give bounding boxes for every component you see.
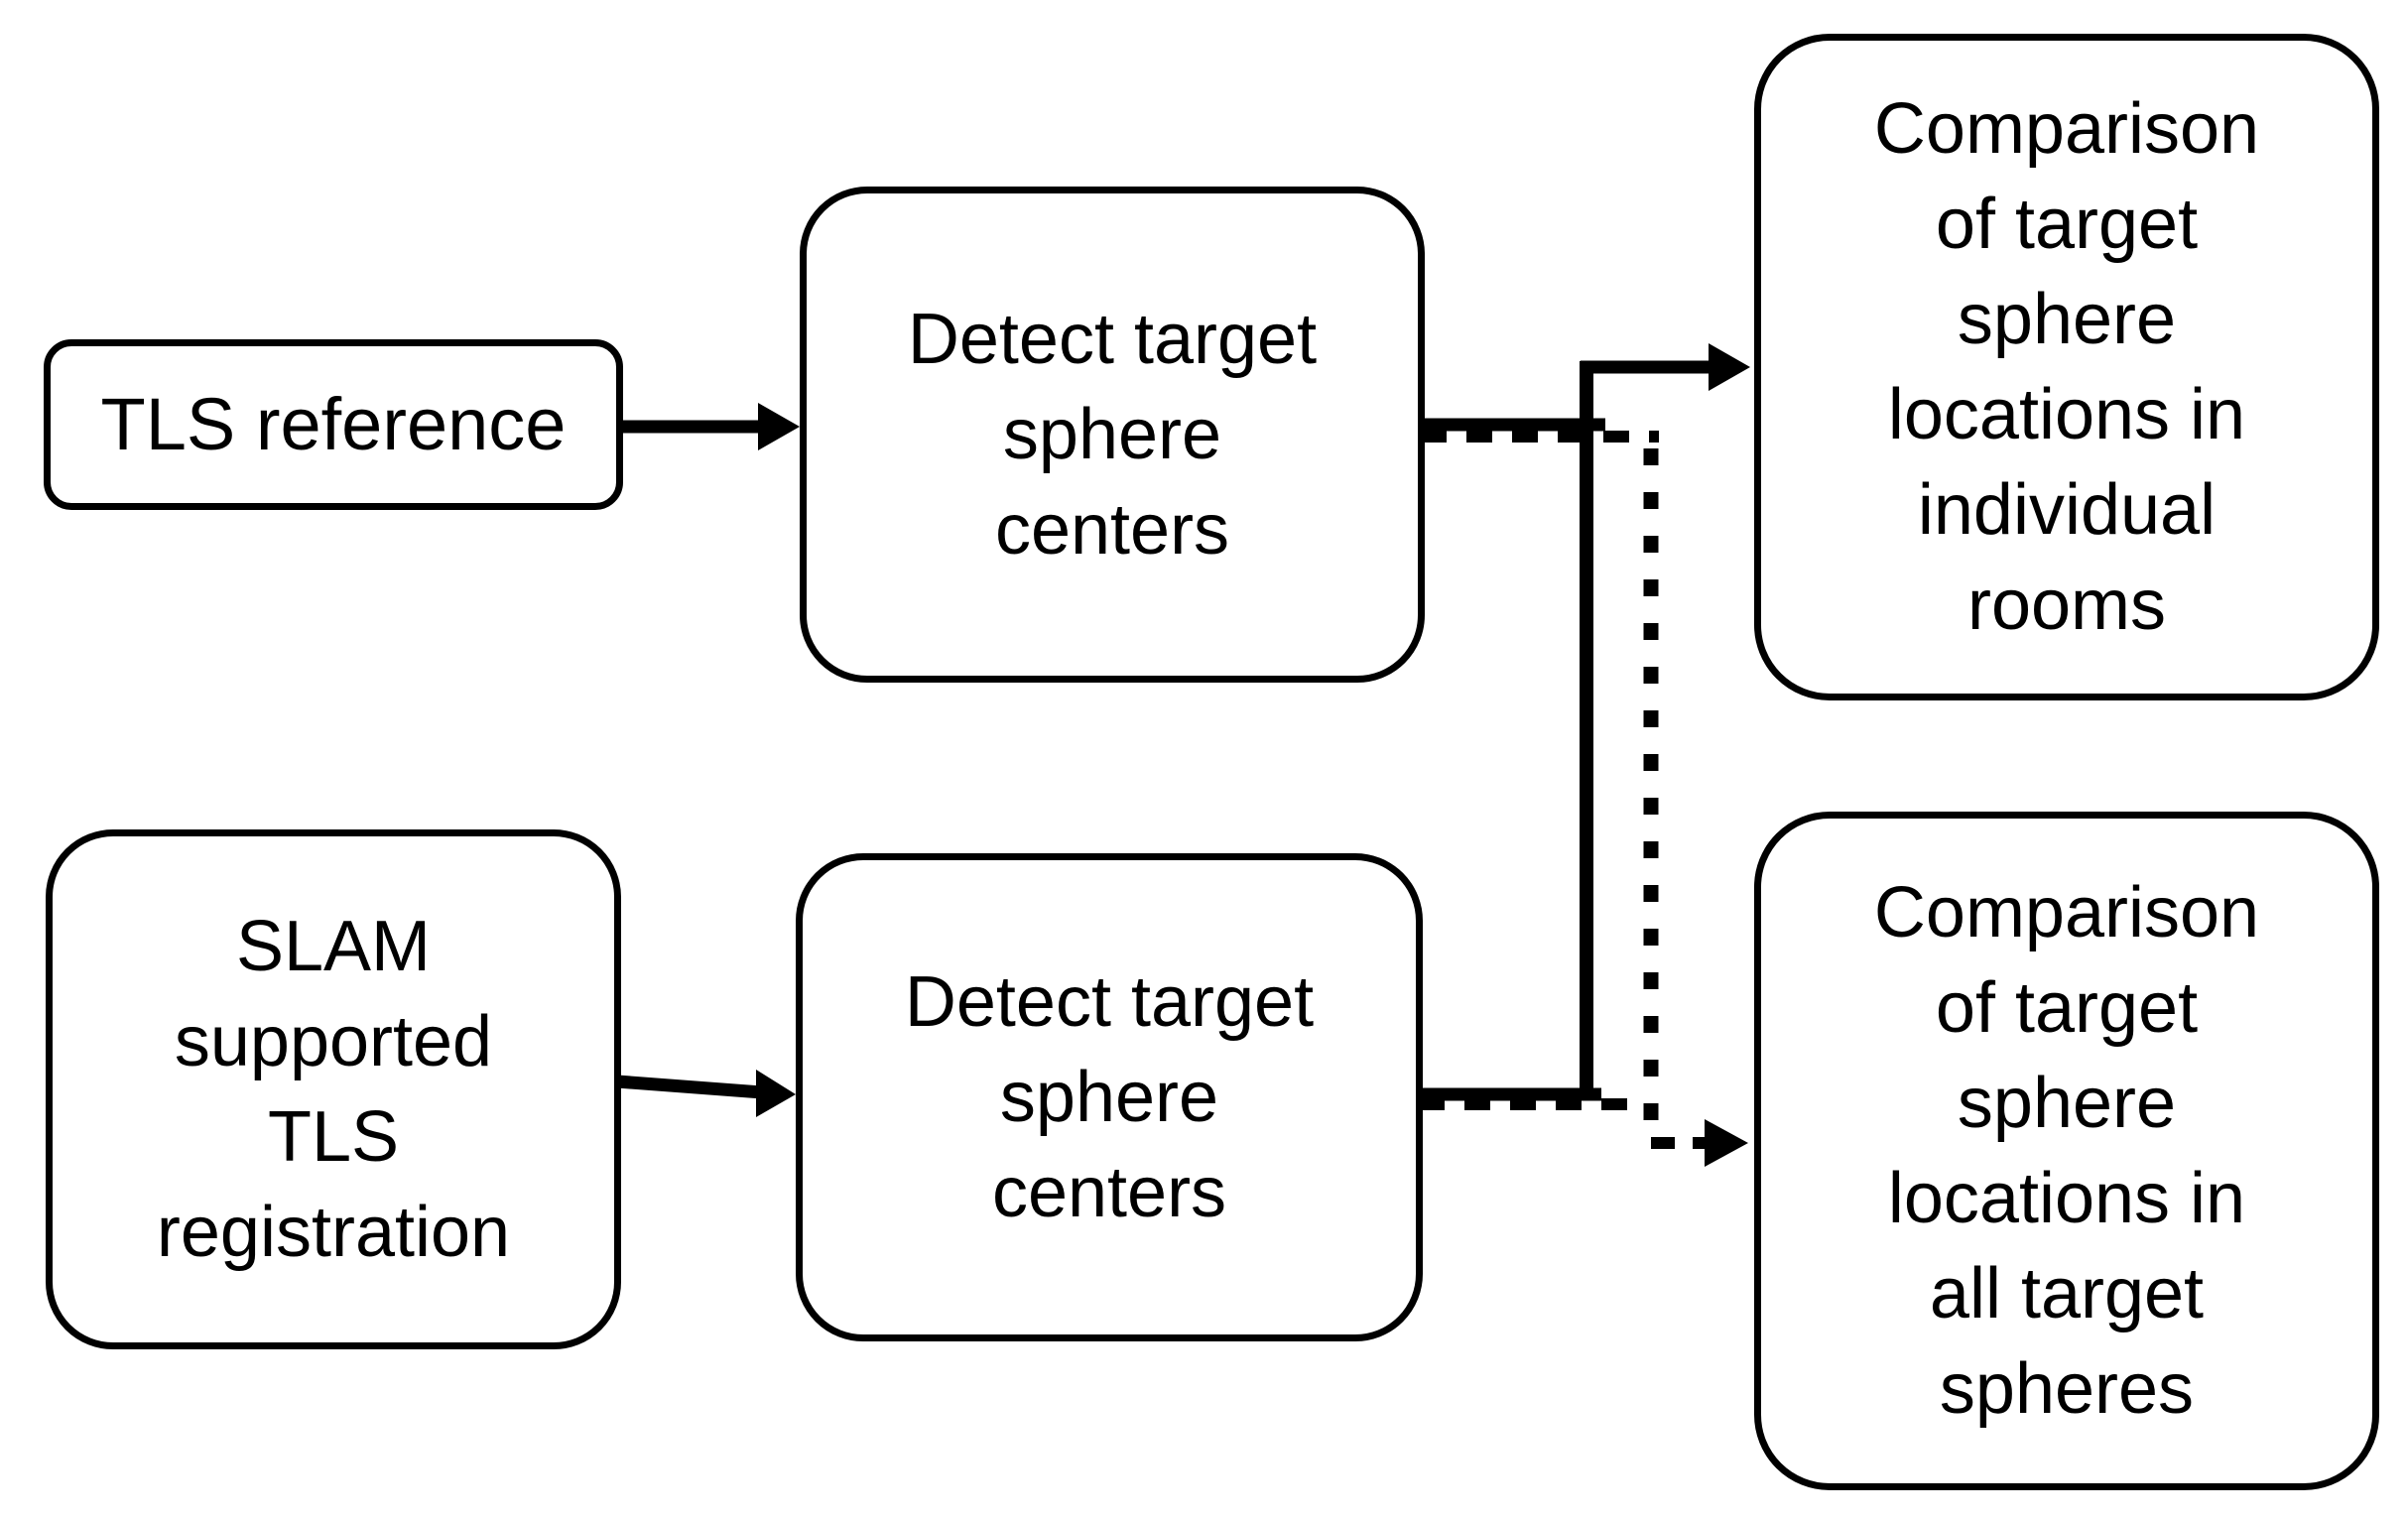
edge-dashed-trunk-to-comparison-all bbox=[1643, 448, 1748, 1167]
node-tls-reference-label: TLS reference bbox=[100, 383, 567, 465]
node-detect-target-sphere-centers-bottom: Detect target sphere centers bbox=[796, 853, 1423, 1341]
node-detect-target-sphere-centers-bottom-label: Detect target sphere centers bbox=[904, 962, 1315, 1232]
node-comparison-individual-rooms: Comparison of target sphere locations in… bbox=[1754, 34, 2379, 700]
node-comparison-all-target-spheres: Comparison of target sphere locations in… bbox=[1754, 812, 2379, 1490]
node-detect-target-sphere-centers-top-label: Detect target sphere centers bbox=[907, 300, 1318, 570]
node-detect-target-sphere-centers-top: Detect target sphere centers bbox=[800, 187, 1425, 683]
node-comparison-all-target-spheres-label: Comparison of target sphere locations in… bbox=[1873, 873, 2260, 1429]
node-comparison-individual-rooms-label: Comparison of target sphere locations in… bbox=[1873, 89, 2260, 645]
edge-slam-to-detect-bottom bbox=[616, 1070, 796, 1117]
node-slam-supported-tls-registration-label: SLAM supported TLS registration bbox=[156, 907, 511, 1272]
edge-tls-to-detect-top bbox=[619, 403, 800, 450]
node-tls-reference: TLS reference bbox=[44, 339, 623, 510]
node-slam-supported-tls-registration: SLAM supported TLS registration bbox=[46, 829, 621, 1349]
edge-solid-trunk-to-comparison-rooms bbox=[1580, 343, 1750, 1100]
